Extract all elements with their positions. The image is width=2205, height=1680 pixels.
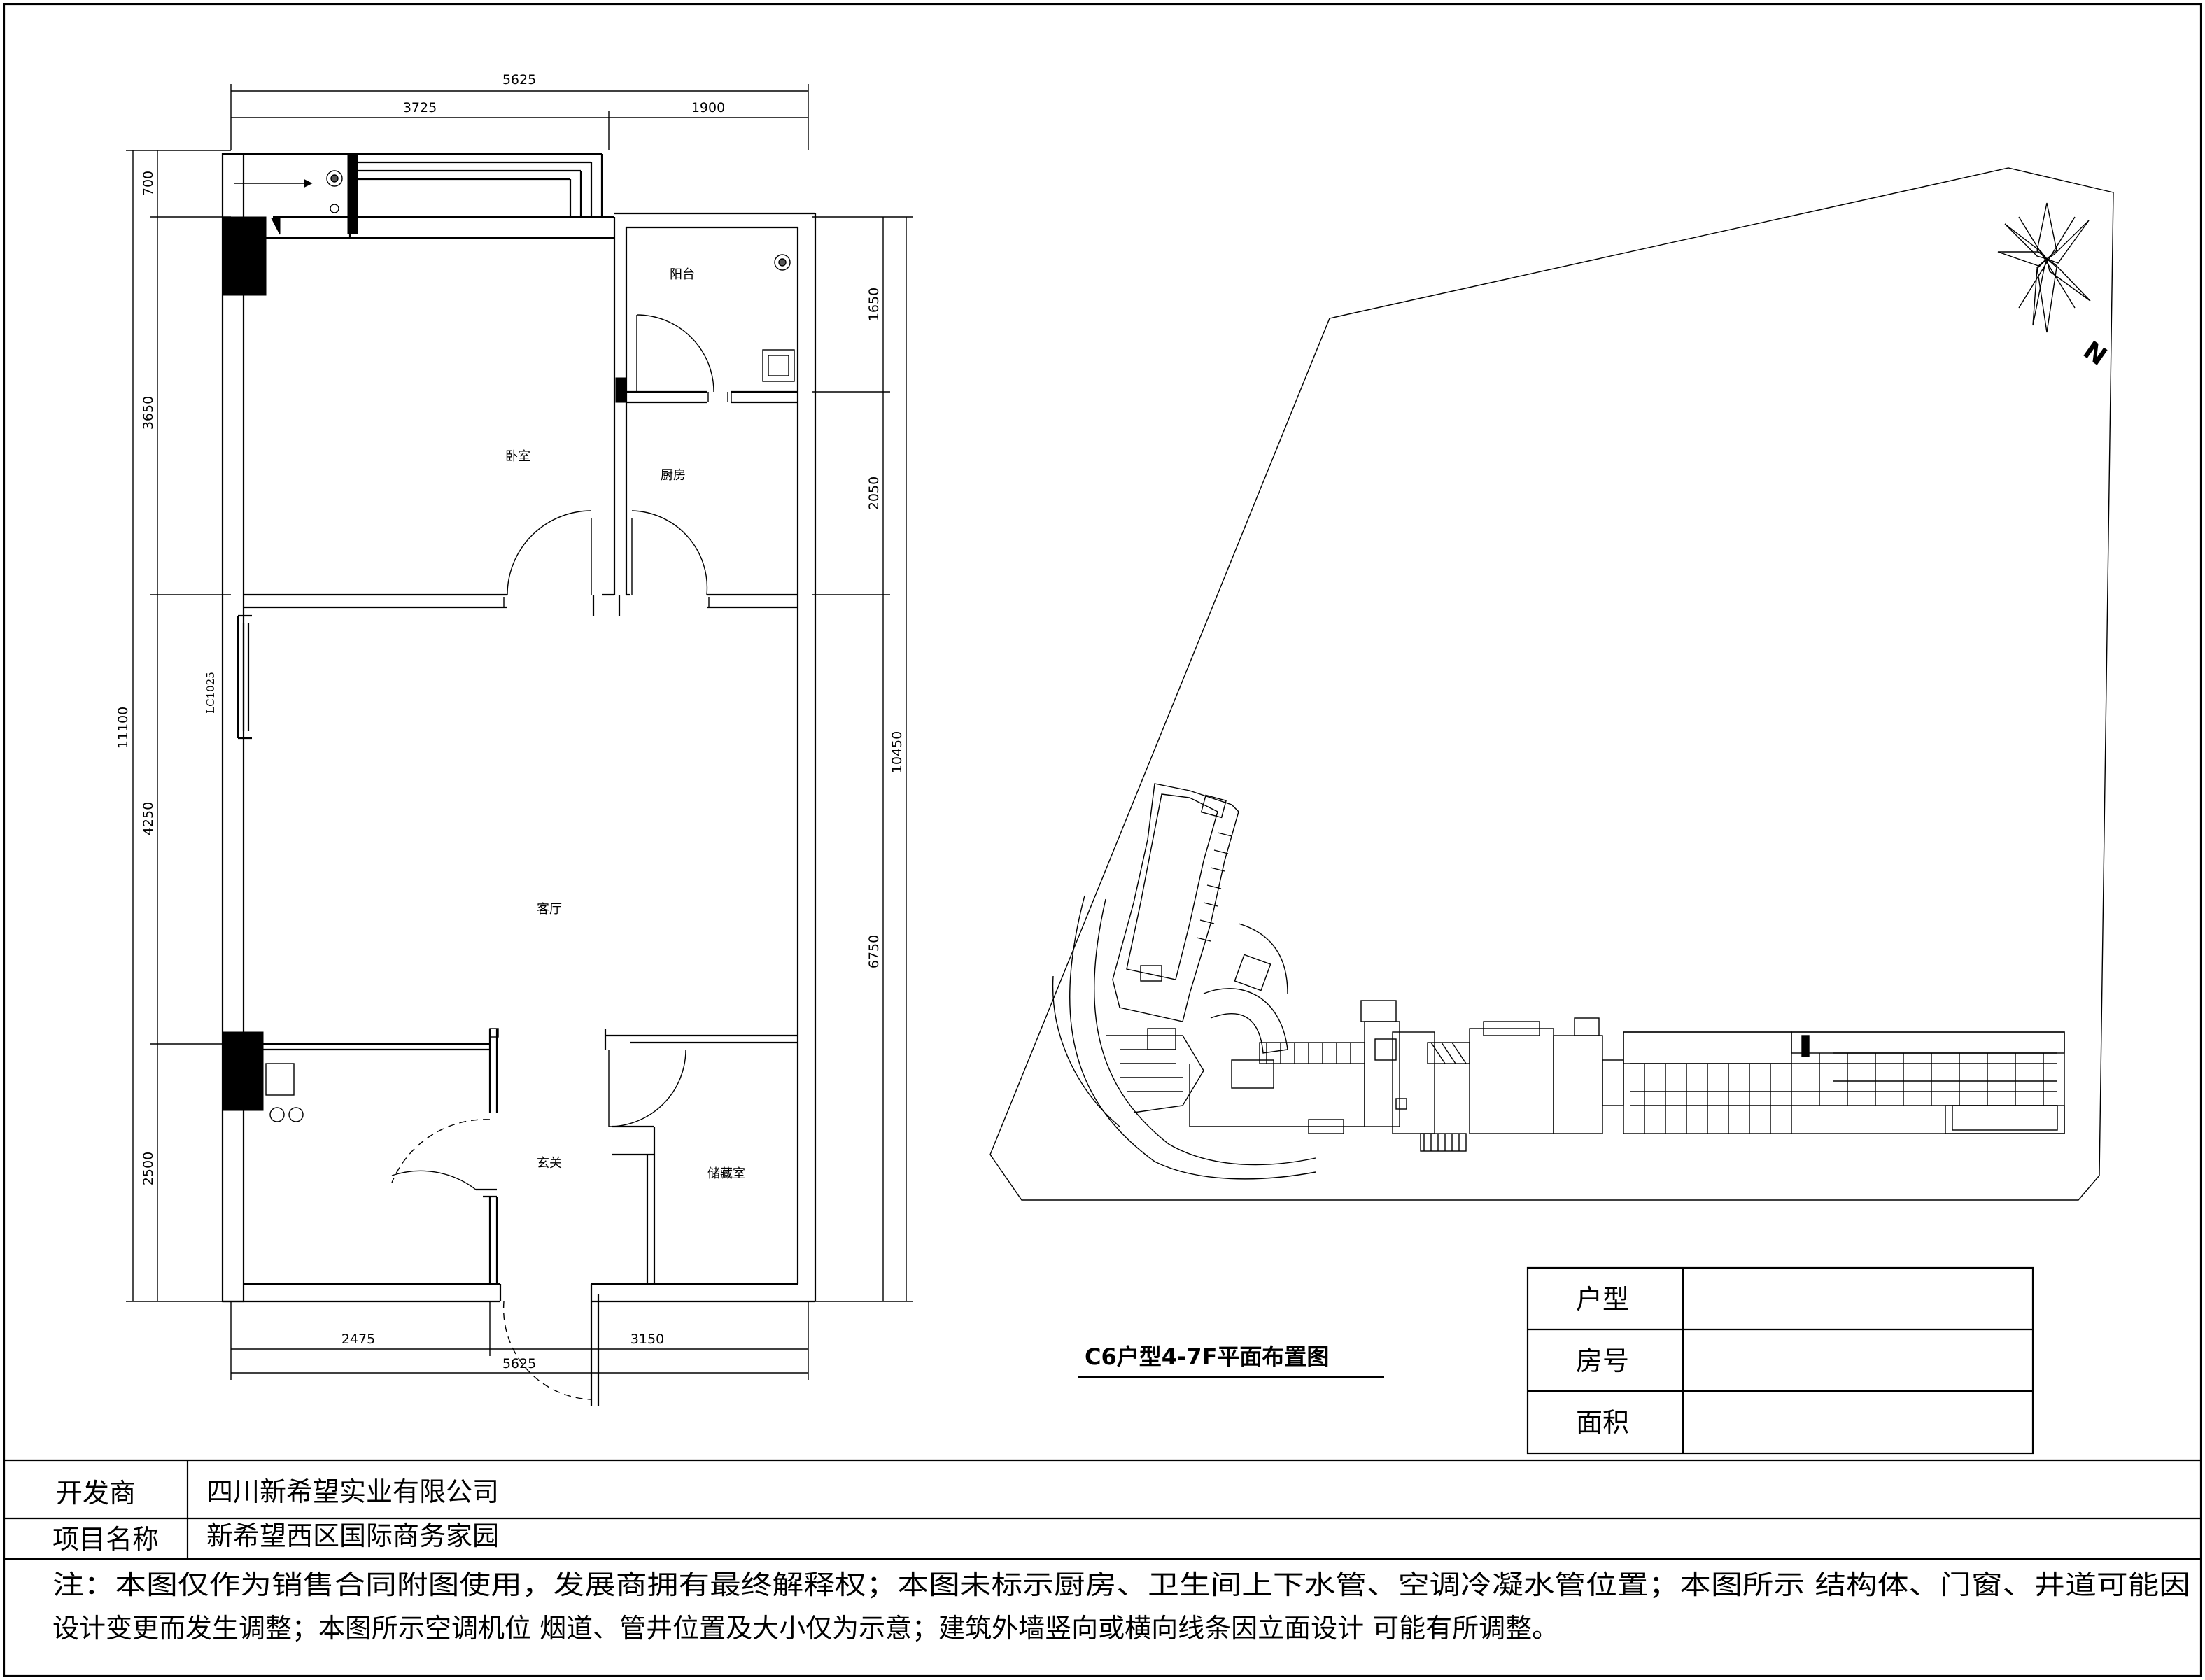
site-building-footprint — [1052, 783, 2065, 1180]
footer-project-label: 项目名称 — [52, 1524, 159, 1555]
room-label-bedroom: 卧室 — [505, 449, 530, 464]
sheet-border — [3, 3, 2202, 1677]
drawing-title: C6户型4-7F平面布置图 — [1085, 1343, 1329, 1370]
dim-top-total: 5625 — [502, 72, 536, 87]
window-code-label: LC1025 — [204, 672, 217, 714]
dim-right-2: 2050 — [866, 477, 882, 510]
footer-note-line2: 设计变更而发生调整；本图所示空调机位 烟道、管井位置及大小仅为示意；建筑外墙竖向… — [52, 1613, 1558, 1644]
dim-left-4: 2500 — [141, 1152, 156, 1185]
dim-right-3: 6750 — [866, 935, 882, 968]
dim-right-total: 10450 — [889, 731, 905, 773]
footer-table — [4, 1459, 2201, 1560]
info-table — [1526, 1266, 2034, 1455]
footer-project-value: 新希望西区国际商务家园 — [206, 1520, 499, 1551]
footer-developer-value: 四川新希望实业有限公司 — [206, 1476, 499, 1507]
floor-plan-fixtures — [234, 170, 795, 1122]
dimension-lines-bottom — [230, 1301, 809, 1380]
dim-bottom-total: 5625 — [502, 1356, 536, 1371]
door-swings — [391, 314, 732, 1400]
north-arrow-icon — [1997, 202, 2091, 333]
footer-developer-label: 开发商 — [56, 1478, 136, 1509]
dim-left-total: 11100 — [115, 707, 131, 749]
dim-left-3: 4250 — [141, 802, 156, 835]
column-bottom-left — [222, 1031, 264, 1111]
floor-plan-walls — [221, 153, 817, 1406]
balcony-post — [347, 155, 358, 234]
dimension-lines-left — [126, 150, 231, 1302]
room-label-living: 客厅 — [537, 902, 562, 917]
dim-top-left: 3725 — [403, 100, 437, 115]
balcony-corner-mark — [271, 218, 281, 235]
info-table-label-room: 房号 — [1576, 1346, 1629, 1376]
dim-bottom-left: 2475 — [341, 1332, 375, 1347]
dim-right-1: 1650 — [866, 288, 882, 321]
dim-top-right: 1900 — [691, 100, 725, 115]
dim-left-1: 700 — [141, 171, 156, 196]
kitchen-post — [615, 377, 627, 403]
room-label-storage: 储藏室 — [707, 1166, 745, 1181]
dim-bottom-right: 3150 — [630, 1332, 664, 1347]
footer-note-line1: 注：本图仅作为销售合同附图使用，发展商拥有最终解释权；本图未标示厨房、卫生间上下… — [52, 1569, 2190, 1600]
dimension-lines-right — [812, 216, 913, 1302]
room-label-kitchen: 厨房 — [661, 468, 686, 483]
info-table-label-type: 户型 — [1576, 1284, 1629, 1315]
dim-left-2: 3650 — [141, 396, 156, 430]
room-label-foyer: 玄关 — [537, 1156, 562, 1171]
room-label-balcony: 阳台 — [670, 267, 695, 282]
column-top-left — [222, 216, 267, 296]
dimension-lines-top — [230, 84, 809, 150]
north-label: N — [2078, 336, 2111, 372]
info-table-label-area: 面积 — [1576, 1407, 1629, 1438]
site-boundary — [989, 167, 2114, 1201]
